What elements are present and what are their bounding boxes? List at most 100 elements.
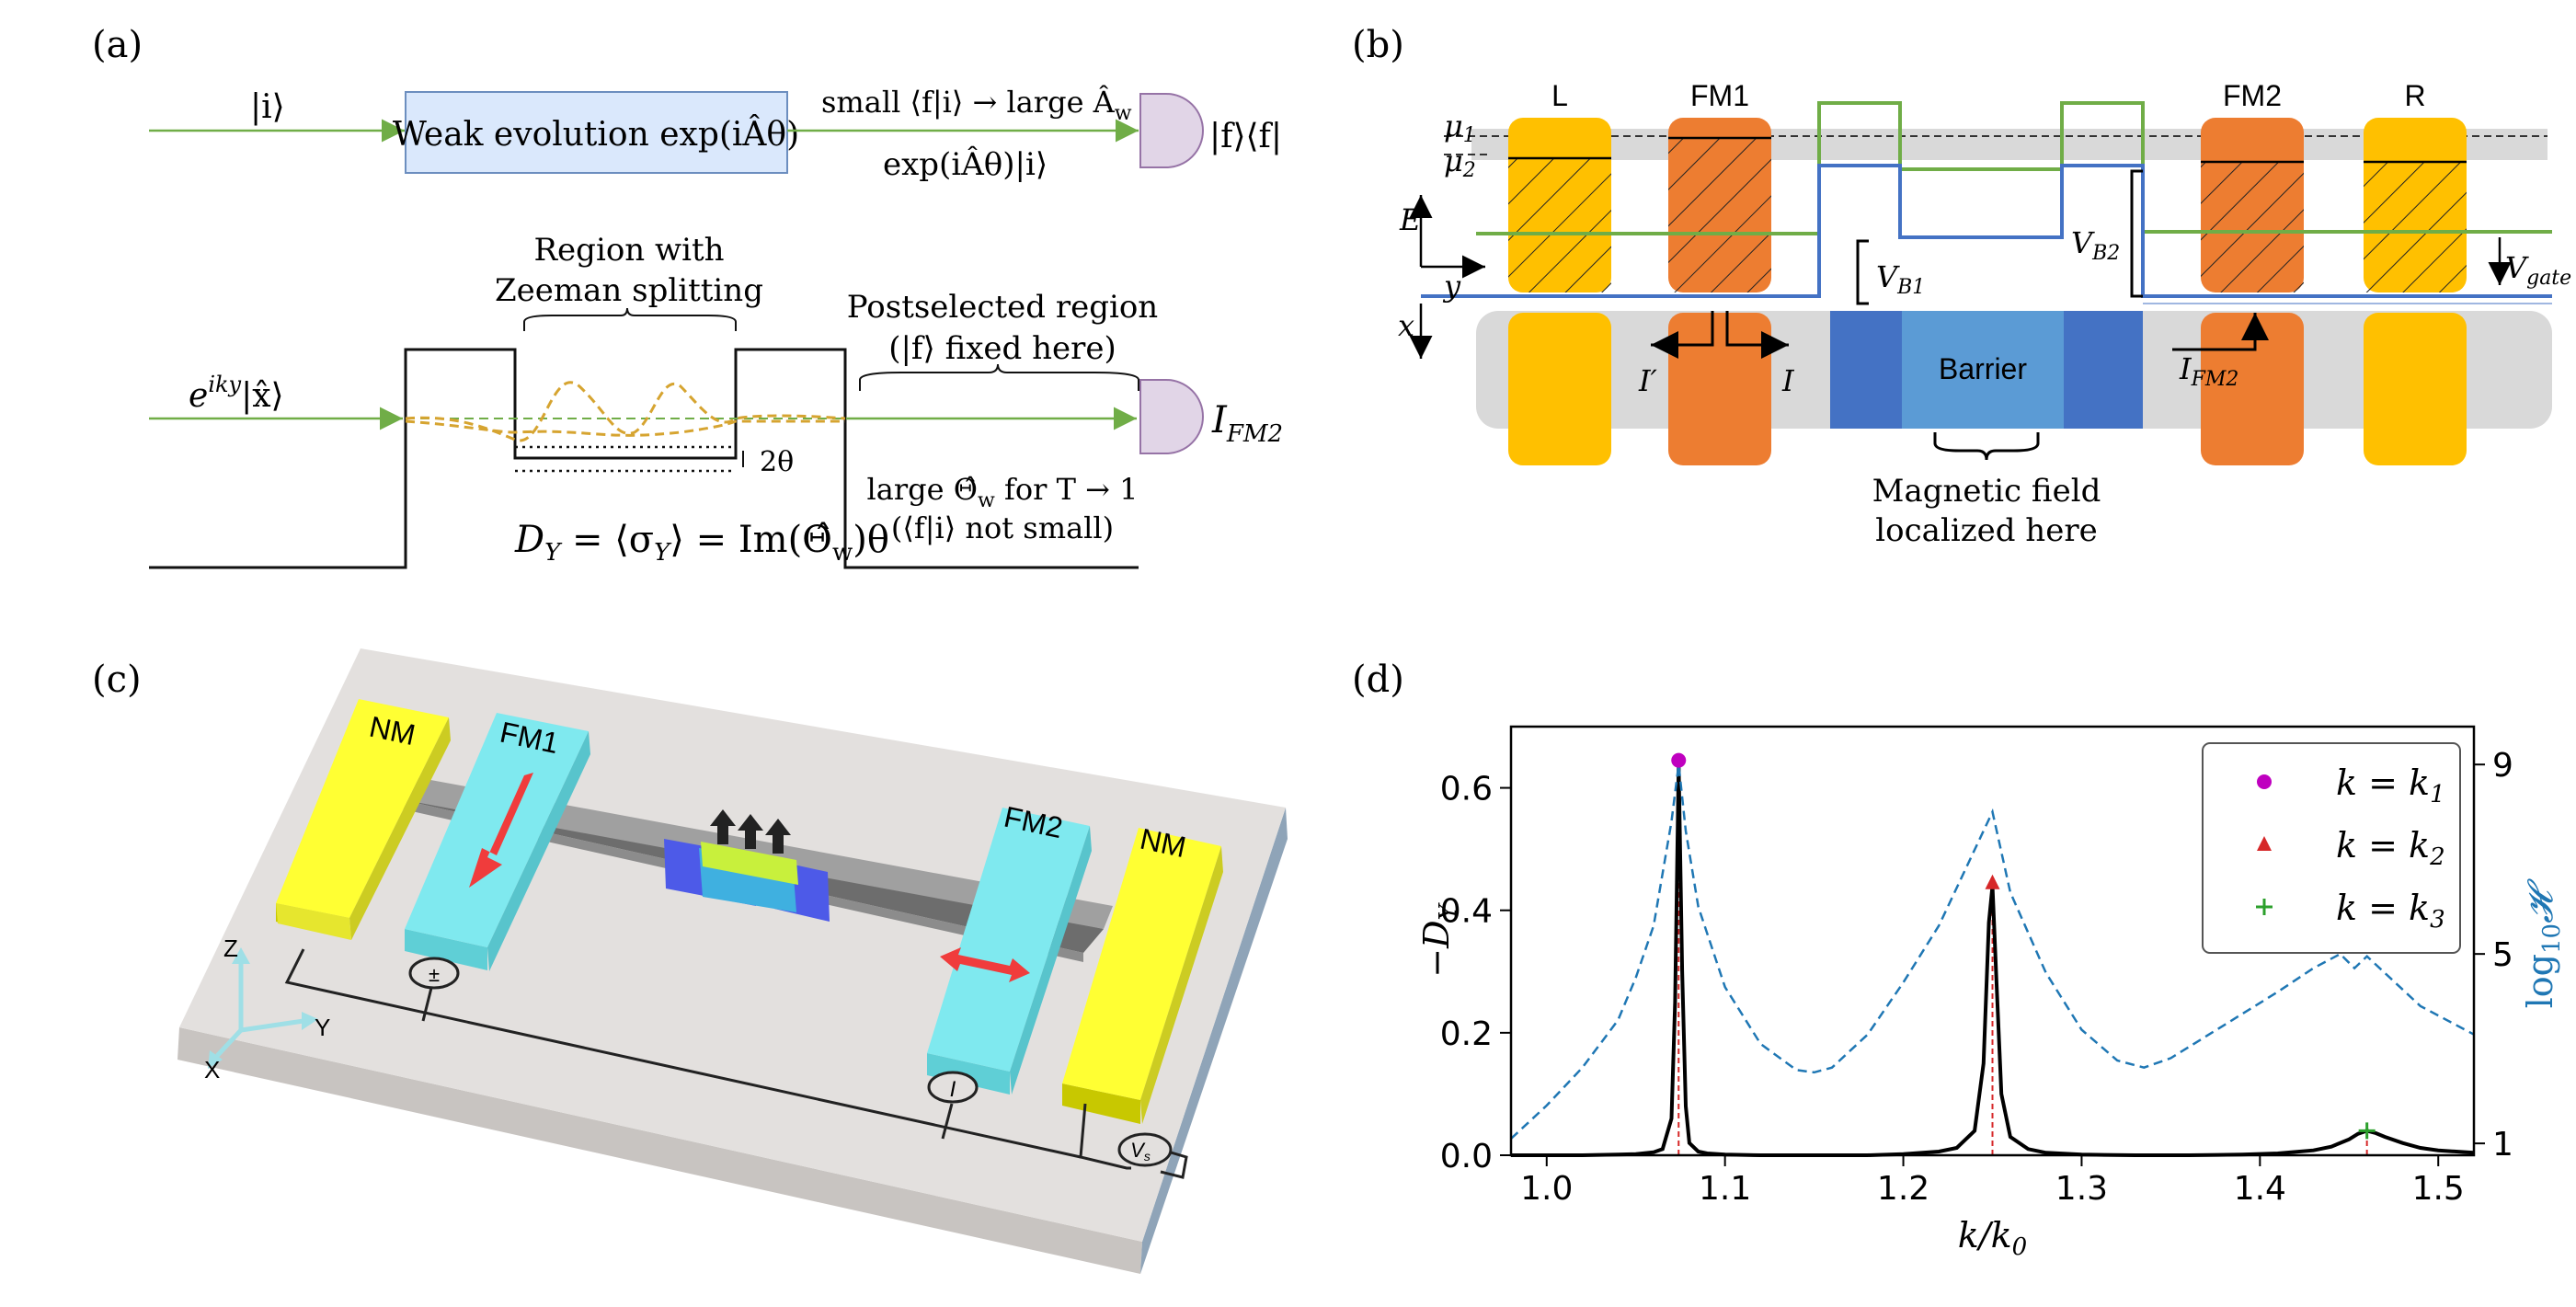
fm1-top	[405, 713, 589, 947]
fm2-side	[1010, 826, 1092, 1095]
zeeman-wave-2	[405, 419, 845, 437]
x-tick-label-3: 1.3	[2055, 1170, 2108, 1208]
axis-z-label: Z	[223, 934, 238, 962]
vb1-bracket	[1856, 239, 1869, 305]
spin-region-block	[701, 842, 798, 885]
yl-tick-label-0: 0.0	[1440, 1138, 1493, 1175]
yr-tick-label-1: 5	[2492, 936, 2513, 974]
plot-frame	[1509, 725, 2476, 1157]
panel-b-label: (b)	[1352, 24, 1404, 66]
x-tick-label-0: 1.0	[1520, 1170, 1573, 1208]
lead-R-label: R	[2404, 79, 2425, 112]
magnetic-label-1: Magnetic field	[1872, 473, 2101, 510]
ammeter-label: I	[950, 1077, 956, 1102]
lead-R-bottom	[2364, 313, 2467, 465]
x-tick-label-4: 1.4	[2234, 1170, 2286, 1208]
circuit-wire-main	[284, 948, 1082, 1159]
weak-evolution-box	[405, 91, 788, 174]
ifm2-label: IFM2	[2179, 351, 2238, 391]
axis-x-label: X	[204, 1056, 220, 1083]
slab-front-face	[177, 1027, 1142, 1274]
legend-label-3: k = k3	[2336, 888, 2445, 934]
spin-up-arrow-icon	[710, 809, 791, 854]
data-marker-2	[1985, 874, 2000, 889]
fm2-top	[927, 808, 1090, 1072]
fm1-side	[487, 731, 590, 971]
yr-tick-label-2: 9	[2492, 747, 2513, 785]
x-tick-label-5: 1.5	[2412, 1170, 2465, 1208]
legend-label-2: k = k2	[2336, 825, 2445, 871]
current-I-arrow	[1725, 311, 1789, 359]
zeeman-brace	[523, 307, 737, 331]
weak-evolution-label: Weak evolution exp(iÂθ)	[393, 115, 799, 154]
fm1-label: FM1	[1690, 79, 1749, 112]
postselected-brace	[859, 363, 1139, 391]
wire-fm1	[421, 983, 434, 1022]
voltmeter-s-label: Vs	[1130, 1139, 1151, 1164]
yl-tick-label-1: 0.2	[1440, 1015, 1493, 1053]
fm1-bottom	[1668, 313, 1771, 465]
legend-label-1: k = k1	[2336, 762, 2445, 808]
zeeman-label-2: Zeeman splitting	[495, 272, 763, 309]
axes-triad-icon	[208, 947, 318, 1069]
fm1-front	[405, 929, 487, 970]
yr-tick-label-0: 1	[2492, 1126, 2513, 1164]
lead-R-hatch	[2364, 162, 2467, 292]
x-tick-label-1: 1.1	[1699, 1170, 1751, 1208]
voltmeter-s	[1117, 1132, 1173, 1167]
ifm2-arrow	[2172, 313, 2269, 351]
fm2-front	[927, 1053, 1010, 1095]
mu2-label: μ2	[1444, 143, 1476, 182]
panel-a: (a) |i⟩ Weak evolution exp(iÂθ) small ⟨f…	[92, 24, 1283, 569]
voltmeter-fm1	[408, 957, 460, 990]
series-line-1	[1511, 762, 2475, 1157]
detector-current-label: IFM2	[1211, 399, 1283, 448]
legend-marker-2	[2257, 836, 2272, 851]
legend-marker-3	[2256, 899, 2273, 915]
magnetic-brace	[1933, 432, 2040, 461]
Iprime-label: I′	[1638, 363, 1658, 398]
large-theta-text: large Θ̂w for T → 1	[867, 472, 1139, 512]
I-label: I	[1781, 363, 1795, 398]
x-tick-label-2: 1.2	[1877, 1170, 1929, 1208]
plot-area	[1510, 752, 2475, 1157]
barrier-inner	[1902, 311, 2064, 429]
detector-top-icon	[1139, 93, 1204, 168]
series-line-2	[1510, 764, 2475, 1140]
red-double-arrow-icon	[940, 947, 1030, 982]
postselected-label-2: (|f⟩ fixed here)	[888, 330, 1116, 367]
mu1-label: μ1	[1444, 109, 1476, 147]
vb1-label: VB1	[1876, 259, 1925, 299]
evolved-state-text: exp(iÂθ)|i⟩	[883, 145, 1048, 183]
panel-b: (b) μ1 μ2 L FM1 FM2 R E y x VB1 VB2	[1352, 24, 2571, 549]
vgate-label: Vgate	[2505, 250, 2571, 290]
nm-right-side	[1140, 846, 1223, 1124]
y-label: y	[1442, 269, 1461, 304]
incoming-wave-label: eiky|x̂⟩	[189, 372, 284, 415]
x-axis-label: k/k0	[1958, 1215, 2027, 1261]
zeeman-label-1: Region with	[533, 232, 724, 269]
nm-right-front	[1062, 1083, 1140, 1124]
current-Iprime-arrow	[1651, 311, 1714, 359]
panel-a-label: (a)	[92, 24, 143, 66]
fm1-hatch	[1668, 138, 1771, 292]
y-axis-right-label: log10𝓗	[2520, 878, 2566, 1008]
wire-fm2	[941, 1103, 954, 1140]
axis-y-label: Y	[315, 1014, 330, 1041]
lead-L-bottom	[1508, 313, 1611, 465]
nm-left-top	[276, 699, 449, 918]
x-label: x	[1398, 308, 1414, 343]
circuit-wire-end	[1160, 1150, 1188, 1179]
panel-c-label: (c)	[92, 659, 142, 701]
data-marker-3	[2358, 1122, 2376, 1140]
panel-c: (c) NM FM1 FM2 NM	[92, 648, 1288, 1274]
ammeter-fm2	[927, 1071, 979, 1104]
magnetic-label-2: localized here	[1875, 512, 2097, 549]
chart-legend: k = k1 k = k2 k = k3	[2202, 742, 2461, 954]
fm2-hatch	[2201, 162, 2304, 292]
vb2-label: VB2	[2071, 225, 2120, 265]
lead-L-label: L	[1551, 79, 1568, 112]
